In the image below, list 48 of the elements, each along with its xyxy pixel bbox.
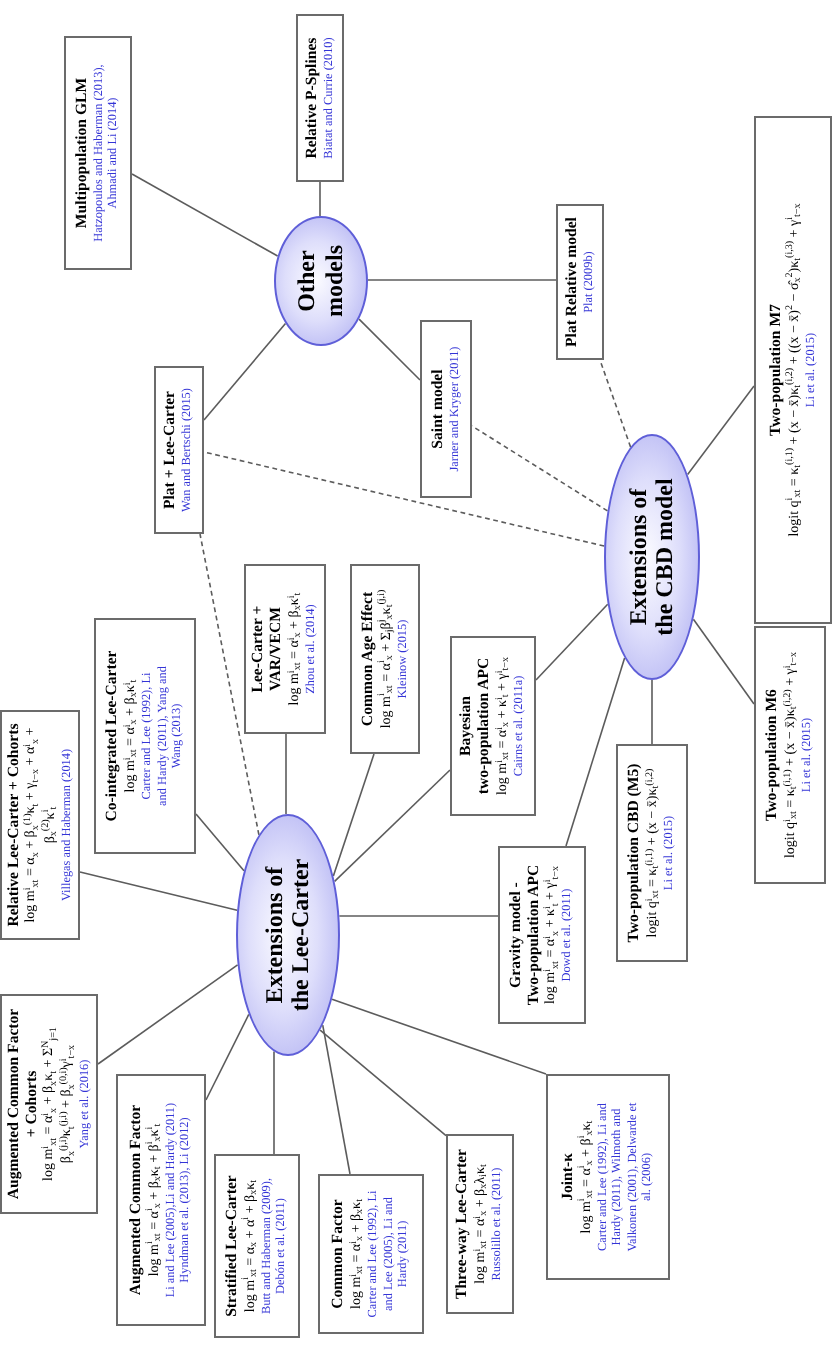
connector-line [692, 618, 755, 705]
dashed-connector [599, 359, 632, 448]
model-box [754, 116, 832, 624]
category-label: Other models [294, 243, 348, 321]
connector-line [535, 603, 609, 681]
model-box [94, 618, 196, 854]
model-box [446, 1134, 514, 1314]
category-label: Extensions of the CBD model [625, 476, 679, 639]
model-box [616, 744, 688, 962]
model-box [244, 564, 326, 734]
model-box [546, 1074, 670, 1280]
connector-line [319, 181, 321, 217]
connector-line [338, 915, 499, 917]
connector-line [319, 1029, 447, 1137]
connector-line [205, 1013, 250, 1101]
connector-line [131, 173, 279, 257]
model-box [420, 320, 472, 498]
connector-line [321, 1024, 351, 1175]
connector-line [333, 769, 451, 883]
connector-line [565, 657, 626, 847]
model-box [450, 636, 536, 816]
dashed-connector [199, 533, 260, 836]
model-box [556, 204, 604, 360]
model-box [0, 710, 80, 940]
model-box [64, 36, 132, 270]
connector-line [195, 813, 245, 872]
model-box [318, 1174, 424, 1334]
model-box [350, 564, 420, 754]
dashed-connector [203, 451, 605, 547]
connector-line [285, 733, 287, 815]
connector-line [686, 385, 755, 476]
model-box [0, 994, 98, 1214]
connector-line [79, 871, 238, 912]
model-box [116, 1074, 206, 1326]
connector-line [332, 753, 375, 877]
connector-line [273, 1050, 275, 1155]
model-box [296, 14, 344, 182]
connector-line [203, 322, 287, 421]
connector-line [651, 679, 653, 745]
model-box [754, 626, 826, 884]
connector-line [367, 279, 557, 281]
connector-line [358, 318, 421, 381]
model-box [498, 846, 586, 1024]
connector-line [331, 998, 547, 1075]
connector-line [97, 964, 239, 1065]
model-box [154, 366, 204, 534]
dashed-connector [471, 425, 609, 512]
model-box [214, 1154, 300, 1338]
